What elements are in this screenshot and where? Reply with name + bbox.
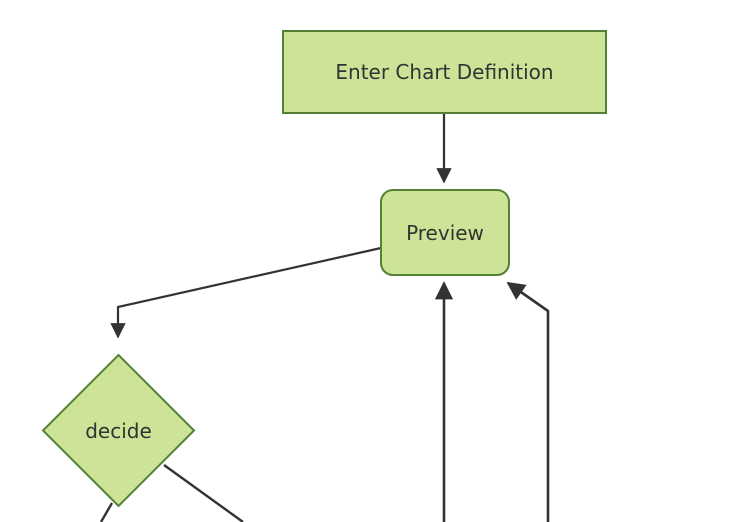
edge-layer — [99, 113, 550, 522]
node-preview[interactable] — [380, 189, 510, 276]
edge-decide-bottom-right — [163, 464, 244, 522]
edge-decide-bottom-left — [99, 502, 114, 522]
node-layer — [41, 30, 607, 508]
edge-preview-to-decide — [110, 246, 382, 339]
edge-bottom-right-to-preview — [506, 281, 550, 522]
node-decide[interactable] — [41, 353, 196, 508]
node-enter-chart-definition[interactable] — [282, 30, 607, 114]
